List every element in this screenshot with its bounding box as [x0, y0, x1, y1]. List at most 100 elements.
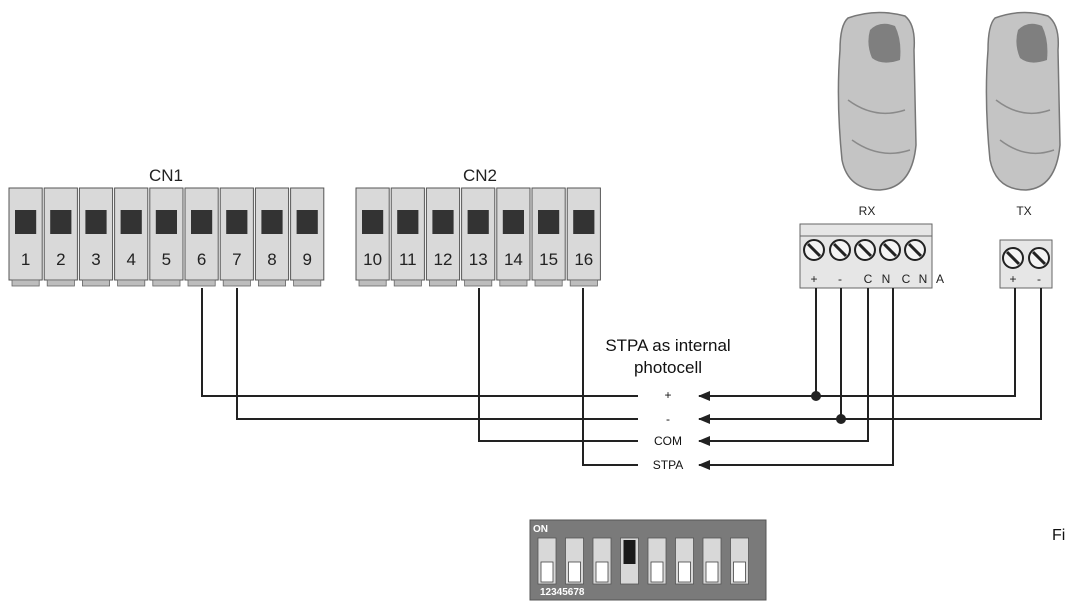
terminal-pin — [569, 279, 598, 287]
dip-numbers: 12345678 — [540, 587, 585, 598]
note-line-1: STPA as internal — [605, 336, 730, 355]
terminal-6: 6 — [184, 187, 219, 287]
terminal-window — [296, 210, 318, 234]
terminal-window — [538, 210, 560, 234]
terminal-8: 8 — [254, 187, 290, 287]
terminal-pin — [187, 279, 216, 287]
terminal-pin — [428, 279, 457, 287]
rx-sensor-contour — [847, 99, 911, 155]
terminal-16: 16 — [566, 187, 601, 287]
terminal-9: 9 — [290, 187, 325, 287]
tx-terminal-label: - — [1037, 272, 1041, 286]
terminal-pin — [293, 279, 322, 287]
terminal-window — [15, 210, 37, 234]
rx-label: RX — [859, 204, 876, 218]
rx-terminal-label: - — [838, 272, 842, 286]
dip-on-label: ON — [533, 524, 548, 535]
wire-cn2-16-stpa — [582, 288, 638, 466]
junction-plus — [811, 391, 821, 401]
tx-sensor-lens — [1016, 23, 1048, 63]
wire-rx-c-com — [698, 288, 869, 446]
terminal-pin — [82, 279, 111, 287]
cn2-title: CN2 — [463, 166, 497, 185]
terminal-window — [191, 210, 213, 234]
terminal-15: 15 — [531, 187, 566, 287]
terminal-pin — [393, 279, 422, 287]
terminal-window — [467, 210, 489, 234]
screw-icon — [854, 239, 876, 261]
terminal-pin — [499, 279, 528, 287]
dip-switch-8 — [730, 537, 749, 585]
terminal-pin — [117, 279, 146, 287]
rx-terminal-label: + — [810, 272, 817, 286]
terminal-window — [85, 210, 107, 234]
terminal-window — [226, 210, 248, 234]
dip-switch-7 — [702, 537, 722, 585]
terminal-window — [397, 210, 419, 234]
signal-label-minus: - — [666, 412, 670, 426]
signal-label-stpa: STPA — [653, 458, 683, 472]
dip-switch-3 — [592, 537, 612, 585]
terminal-3: 3 — [78, 187, 114, 287]
screw-icon — [879, 239, 901, 261]
terminal-pin — [46, 279, 75, 287]
dip-switch-6 — [675, 537, 694, 585]
terminal-pin — [534, 279, 563, 287]
terminal-2: 2 — [43, 187, 78, 287]
terminal-5: 5 — [149, 187, 184, 287]
rx-sensor-lens — [868, 23, 901, 63]
wire-cn1-7-minus — [236, 288, 638, 420]
dip-switch-1 — [537, 537, 557, 585]
terminal-number: 12 — [434, 250, 453, 269]
terminal-number: 5 — [162, 250, 171, 269]
dip-switch-5 — [647, 537, 667, 585]
dip-switch-4 — [620, 537, 639, 585]
terminal-window — [50, 210, 72, 234]
terminal-window — [120, 210, 142, 234]
screw-icon — [904, 239, 926, 261]
terminal-number: 8 — [267, 250, 276, 269]
junction-minus — [836, 414, 846, 424]
terminal-window — [261, 210, 283, 234]
terminal-1: 1 — [8, 187, 43, 287]
rx-terminal-label: N — [919, 272, 928, 286]
terminal-number: 2 — [56, 250, 65, 269]
terminal-number: 13 — [469, 250, 488, 269]
terminal-pin — [257, 279, 286, 287]
wire-tx-minus — [698, 288, 1042, 424]
terminal-body — [254, 187, 290, 281]
terminal-window — [502, 210, 524, 234]
terminal-12: 12 — [425, 187, 461, 287]
terminal-window — [362, 210, 384, 234]
terminal-pin — [358, 279, 387, 287]
rx-terminal-label: C — [902, 272, 911, 286]
terminal-14: 14 — [496, 187, 531, 287]
wire-rx-n-stpa — [698, 288, 894, 470]
rx-photocell — [837, 11, 917, 191]
tx-terminal-label: + — [1009, 272, 1016, 286]
terminal-11: 11 — [390, 187, 425, 287]
terminal-pin — [11, 279, 40, 287]
wire-cn2-13-com — [478, 288, 638, 442]
terminal-number: 16 — [574, 250, 593, 269]
terminal-number: 4 — [126, 250, 135, 269]
terminal-number: 9 — [302, 250, 311, 269]
screw-icon — [1002, 247, 1024, 269]
dip-switch: ON 12345678 — [529, 519, 767, 601]
tx-terminal-strip: +- — [999, 239, 1053, 289]
wire-tx-plus — [698, 288, 1016, 401]
terminal-number: 15 — [539, 250, 558, 269]
terminal-10: 10 — [355, 187, 390, 287]
terminal-pin — [222, 279, 251, 287]
note-line-2: photocell — [634, 358, 702, 377]
terminal-number: 14 — [504, 250, 523, 269]
tx-sensor-contour — [995, 99, 1055, 155]
screw-icon — [829, 239, 851, 261]
terminal-7: 7 — [219, 187, 254, 287]
tx-photocell — [985, 11, 1061, 191]
terminal-number: 1 — [21, 250, 30, 269]
